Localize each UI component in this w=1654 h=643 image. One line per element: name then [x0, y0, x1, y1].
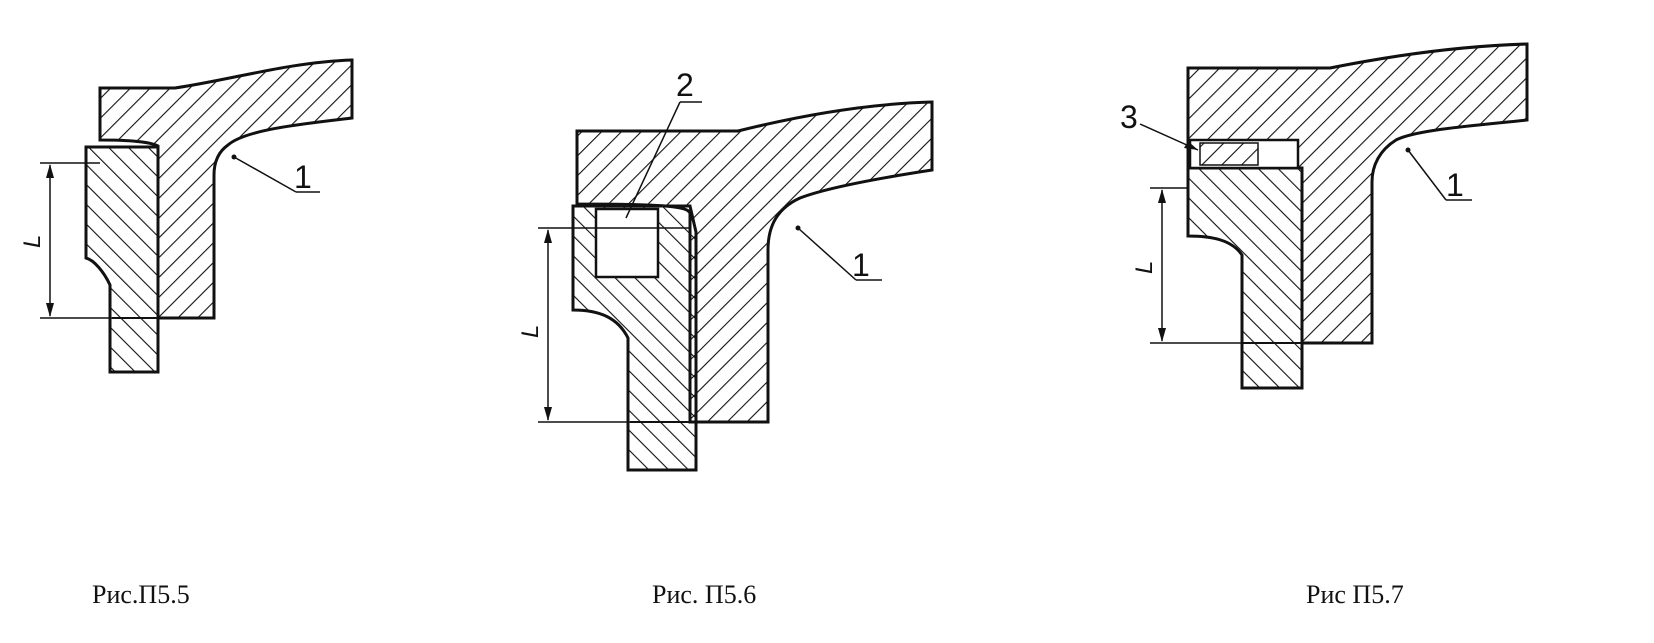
dim-arrow-bottom — [544, 407, 552, 421]
dim-arrow-top — [1158, 189, 1166, 203]
leader-line — [1407, 149, 1447, 201]
part-number-label: 1 — [294, 159, 312, 195]
caption-p5-6: Рис. П5.6 — [652, 580, 757, 609]
body-part-1 — [1186, 42, 1529, 345]
figure-p5-6: L 2 1 — [517, 67, 934, 472]
insert-number-label: 2 — [676, 67, 694, 103]
caption-p5-7: Рис П5.7 — [1306, 580, 1404, 609]
part-number-label: 1 — [1446, 167, 1464, 203]
insert-part — [84, 145, 160, 374]
dim-arrow-bottom — [1158, 328, 1166, 342]
caption-p5-5: Рис.П5.5 — [92, 580, 190, 609]
body-part-1 — [98, 58, 354, 320]
figure-p5-5: L 1 — [19, 58, 354, 374]
figure-p5-7: L 3 1 — [1120, 42, 1529, 390]
dim-arrow-top — [544, 229, 552, 243]
leader-line — [797, 227, 857, 281]
dimension-label: L — [517, 325, 544, 338]
insert-part — [1186, 166, 1304, 390]
insert-2-cavity — [594, 207, 660, 279]
gasket-3-band — [1199, 142, 1259, 166]
leader-line — [233, 156, 297, 193]
dim-arrow-top — [46, 164, 54, 178]
dimension-label: L — [19, 235, 46, 248]
dim-arrow-bottom — [46, 303, 54, 317]
dimension-label: L — [1131, 261, 1158, 274]
leader-arrow-gasket — [1184, 141, 1198, 150]
leader-line-insert — [625, 101, 681, 219]
gasket-number-label: 3 — [1120, 99, 1138, 135]
part-number-label: 1 — [852, 247, 870, 283]
